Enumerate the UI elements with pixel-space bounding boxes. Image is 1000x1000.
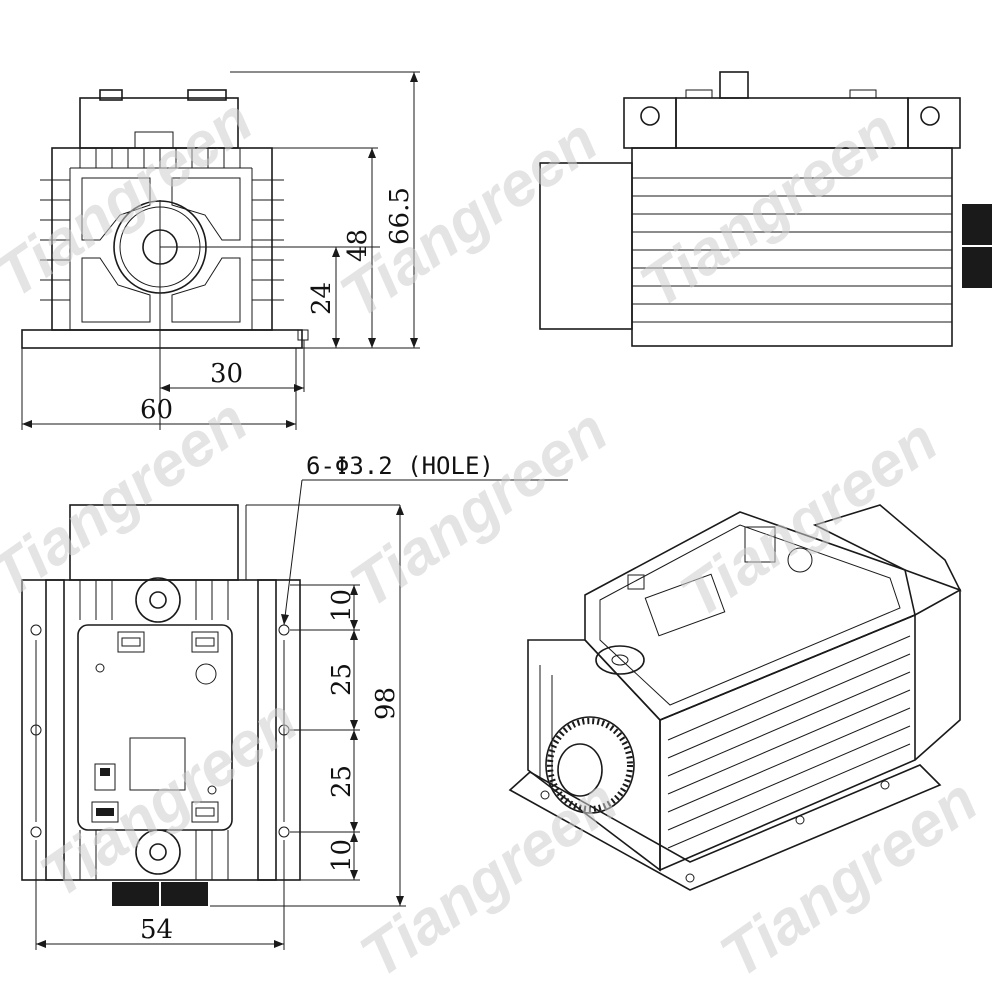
dim-66-5: 66.5	[385, 187, 415, 245]
dim-54: 54	[140, 915, 173, 945]
iso-lens-ring	[545, 716, 635, 814]
watermark-4: Tiangreen	[0, 386, 260, 612]
watermark-8: Tiangreen	[348, 766, 629, 992]
bottom-dimensions: 6-Φ3.2 (HOLE) 98 10 25 25 10 54	[35, 452, 568, 950]
front-left-fins	[40, 168, 71, 330]
dim-hole-10-top: 10	[327, 589, 357, 622]
front-right-fins	[251, 168, 284, 330]
watermark-9: Tiangreen	[708, 766, 989, 992]
dim-98: 98	[371, 687, 401, 720]
iso-lens-center	[557, 743, 603, 797]
watermark-5: Tiangreen	[338, 396, 619, 622]
dim-hole-25-b: 25	[327, 765, 357, 798]
bottom-pcb	[77, 624, 233, 831]
front-dimensions: 30 60 66.5 48 24	[21, 71, 420, 430]
dim-30: 30	[210, 359, 243, 389]
isometric-view	[508, 504, 962, 891]
dim-hole-25-a: 25	[327, 663, 357, 696]
dim-60: 60	[140, 395, 173, 425]
watermark-3: Tiangreen	[628, 96, 909, 322]
dim-24: 24	[307, 282, 337, 315]
front-top-fins	[70, 148, 252, 169]
hole	[278, 624, 290, 636]
bottom-view	[21, 504, 400, 906]
watermark-1: Tiangreen	[0, 86, 265, 312]
hole-note: 6-Φ3.2 (HOLE)	[306, 452, 494, 480]
side-view	[539, 71, 992, 347]
dim-48: 48	[343, 229, 373, 262]
dim-hole-10-bottom: 10	[327, 839, 357, 872]
watermark-2: Tiangreen	[328, 106, 609, 332]
front-view	[21, 89, 380, 430]
watermark-6: Tiangreen	[668, 406, 949, 632]
